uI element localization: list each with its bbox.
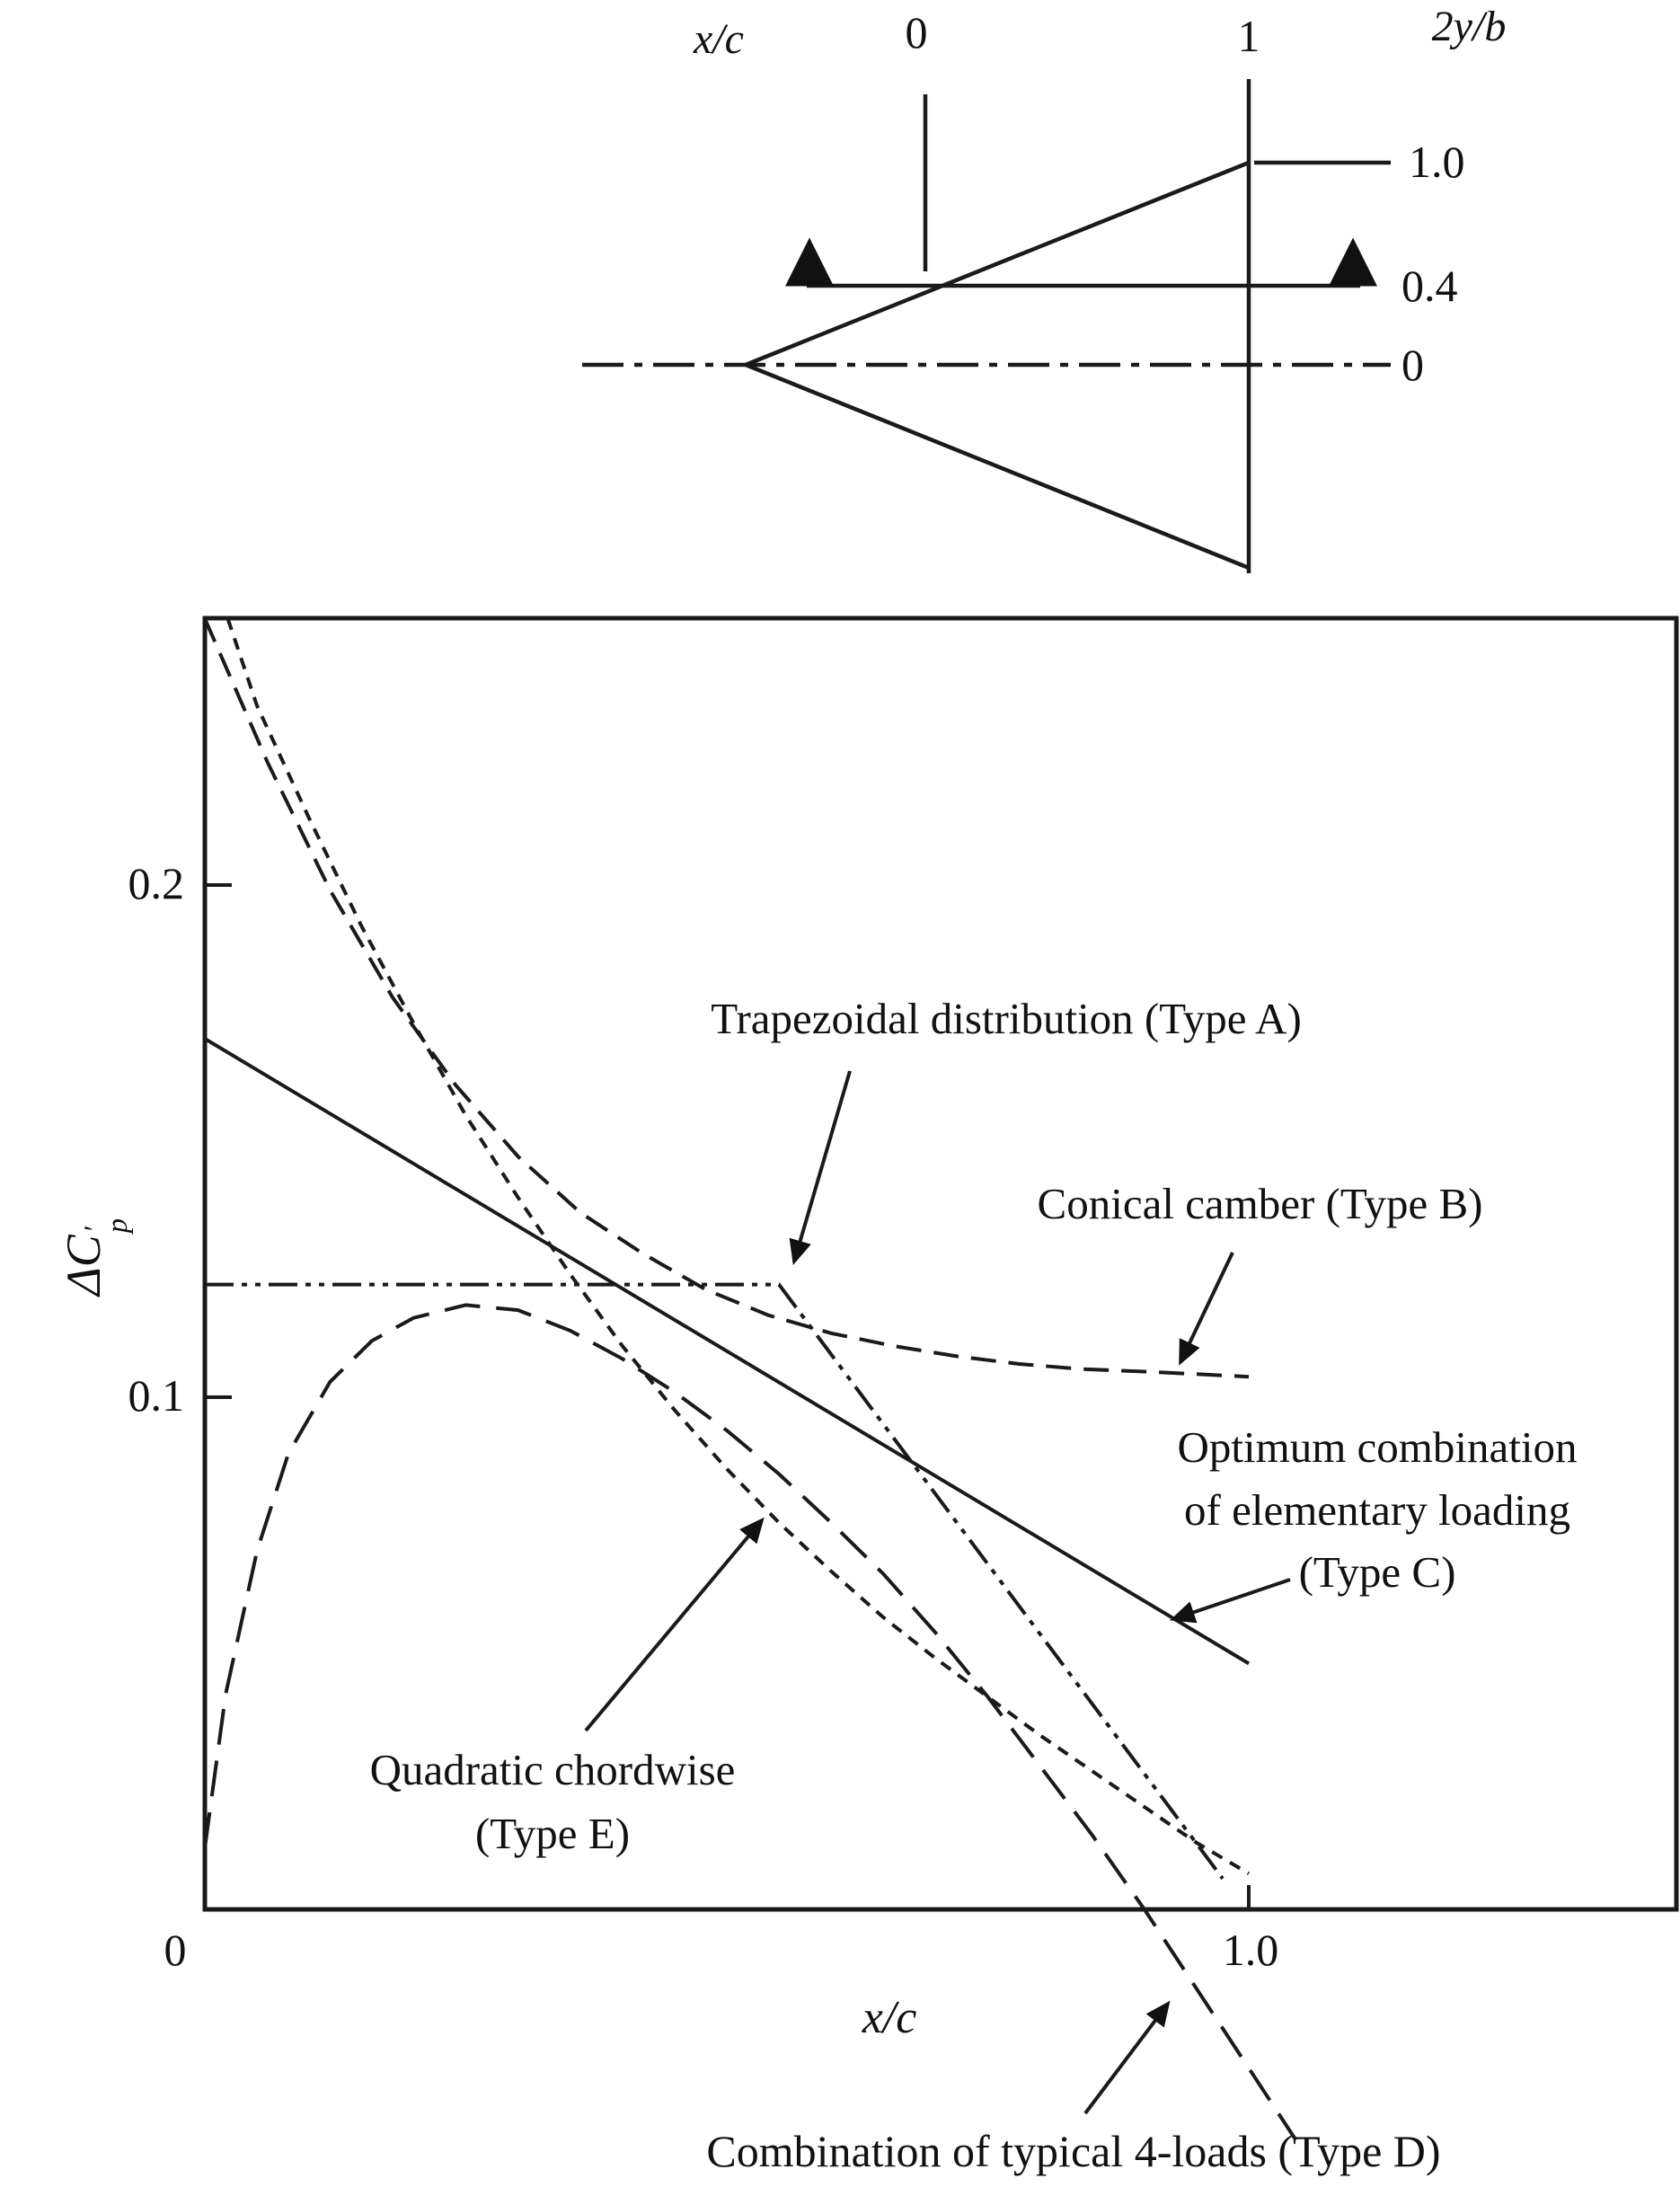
annotation-arrows — [584, 1070, 1291, 2115]
wing-chord-tick-zero: 0 — [905, 7, 928, 58]
wing-chord-axis-label: x/c — [694, 15, 744, 63]
arrow-type-a — [789, 1070, 852, 1266]
plot-border — [202, 615, 1679, 1912]
wing-chord-tick-one: 1 — [1237, 11, 1260, 61]
curve-type-b — [203, 617, 1250, 1379]
arrow-type-c — [1170, 1578, 1291, 1624]
annotation-type-c: Optimum combination of elementary loadin… — [1063, 1416, 1680, 1604]
curve-type-c — [203, 1037, 1251, 1666]
arrow-type-d — [1083, 2000, 1171, 2115]
arrow-type-b — [1179, 1252, 1234, 1366]
annotation-type-c-line2: of elementary loading — [1184, 1484, 1570, 1535]
curve-type-a — [205, 1282, 1225, 1880]
wing-span-axis-label: 2y/b — [1431, 3, 1507, 50]
annotation-type-e-line1: Quadratic chordwise — [369, 1745, 736, 1794]
curves-group — [203, 617, 1297, 2141]
y-axis-title-stack: ′p — [79, 1218, 135, 1234]
annotation-type-c-line3: (Type C) — [1298, 1547, 1456, 1598]
wing-span-tick-station: 0.4 — [1401, 261, 1458, 311]
curve-type-d — [203, 1303, 1297, 2141]
annotation-type-e: Quadratic chordwise (Type E) — [310, 1738, 795, 1865]
arrow-type-e — [584, 1517, 765, 1732]
annotation-type-b: Conical camber (Type B) — [1037, 1179, 1483, 1228]
leading-edge-upper — [745, 160, 1250, 367]
y-tick-label-02: 0.2 — [128, 858, 185, 908]
wing-span-tick-tip: 1.0 — [1409, 137, 1465, 187]
annotation-type-e-line2: (Type E) — [474, 1809, 631, 1859]
leading-edge-lower — [745, 362, 1250, 571]
annotation-type-a: Trapezoidal distribution (Type A) — [711, 994, 1302, 1043]
plot-area — [202, 615, 1679, 2141]
annotation-type-d: Combination of typical 4-loads (Type D) — [706, 2126, 1441, 2176]
curve-type-e — [225, 617, 1251, 1875]
x-origin-label: 0 — [164, 1925, 187, 1975]
y-axis-title-main: ΔC — [57, 1235, 111, 1296]
wing-span-tick-root: 0 — [1401, 340, 1424, 390]
x-axis-title: x/c — [862, 1992, 917, 2043]
annotation-type-c-line1: Optimum combination — [1177, 1422, 1578, 1472]
x-tick-label-10: 1.0 — [1222, 1925, 1279, 1975]
y-tick-label-01: 0.1 — [128, 1370, 185, 1421]
y-axis-title-sub: p — [102, 1218, 135, 1234]
y-axis-title: ΔC′p — [56, 1181, 134, 1333]
wing-diagram — [582, 79, 1391, 573]
